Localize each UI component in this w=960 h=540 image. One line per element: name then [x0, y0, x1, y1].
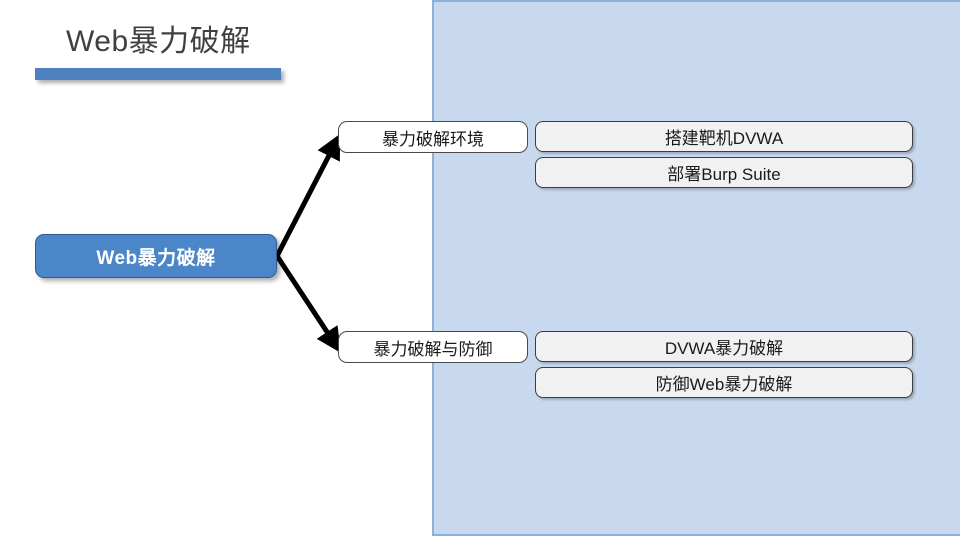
leaf-node-3[interactable]: DVWA暴力破解 [535, 331, 913, 362]
leaf-node-2[interactable]: 部署Burp Suite [535, 157, 913, 188]
page-title: Web暴力破解 [66, 25, 251, 58]
branch-node-1[interactable]: 暴力破解环境 [338, 121, 528, 153]
leaf-node-3-label: DVWA暴力破解 [664, 339, 784, 358]
root-node-label: Web暴力破解 [96, 247, 216, 269]
leaf-node-1-label: 搭建靶机DVWA [664, 129, 784, 148]
leaf-node-1[interactable]: 搭建靶机DVWA [535, 121, 913, 152]
decorative-side-panel [432, 0, 960, 536]
leaf-node-4[interactable]: 防御Web暴力破解 [535, 367, 913, 398]
root-node[interactable]: Web暴力破解 [35, 234, 277, 278]
leaf-node-4-label: 防御Web暴力破解 [655, 375, 793, 394]
branch-node-2[interactable]: 暴力破解与防御 [338, 331, 528, 363]
leaf-node-2-label: 部署Burp Suite [667, 165, 781, 184]
branch-node-1-label: 暴力破解环境 [382, 129, 484, 149]
title-underline-bar [35, 68, 281, 80]
branch-node-2-label: 暴力破解与防御 [373, 339, 493, 359]
